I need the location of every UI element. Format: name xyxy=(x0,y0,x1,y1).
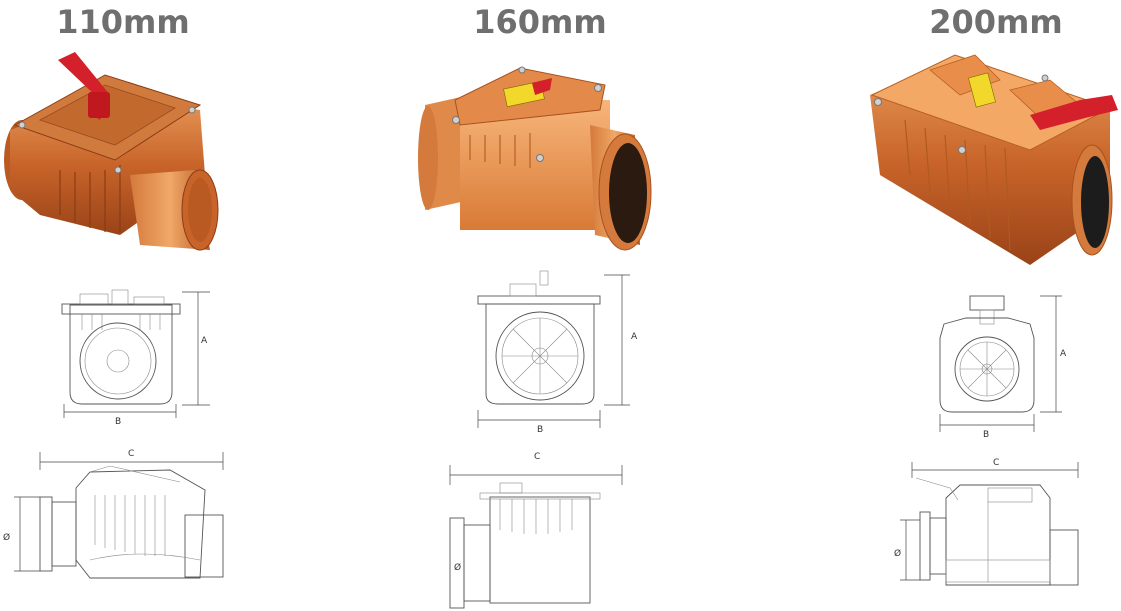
side-drawing-200mm xyxy=(900,462,1079,586)
dim-d-200mm: Ø xyxy=(894,548,901,559)
side-drawing-110mm xyxy=(14,452,224,579)
title-200mm: 200mm xyxy=(929,3,1063,41)
front-drawing-160mm xyxy=(477,270,630,428)
front-drawing-110mm xyxy=(61,289,210,418)
dim-a-110mm: A xyxy=(201,336,208,346)
side-drawing-160mm xyxy=(449,465,623,609)
dim-d-110mm: Ø xyxy=(3,532,10,543)
front-drawing-200mm xyxy=(939,295,1062,432)
dim-d-160mm: Ø xyxy=(454,562,461,573)
dim-b-110mm: B xyxy=(115,417,121,427)
product-image-160mm xyxy=(418,66,652,251)
title-160mm: 160mm xyxy=(473,3,607,41)
dim-c-200mm: C xyxy=(993,458,999,468)
dim-b-160mm: B xyxy=(537,425,543,435)
dim-c-160mm: C xyxy=(534,452,540,462)
dim-a-160mm: A xyxy=(631,332,638,342)
dim-c-110mm: C xyxy=(128,449,134,459)
dim-b-200mm: B xyxy=(983,430,989,440)
product-image-110mm xyxy=(4,52,219,251)
title-110mm: 110mm xyxy=(56,3,190,41)
dim-a-200mm: A xyxy=(1060,349,1067,359)
product-image-200mm xyxy=(870,54,1118,265)
